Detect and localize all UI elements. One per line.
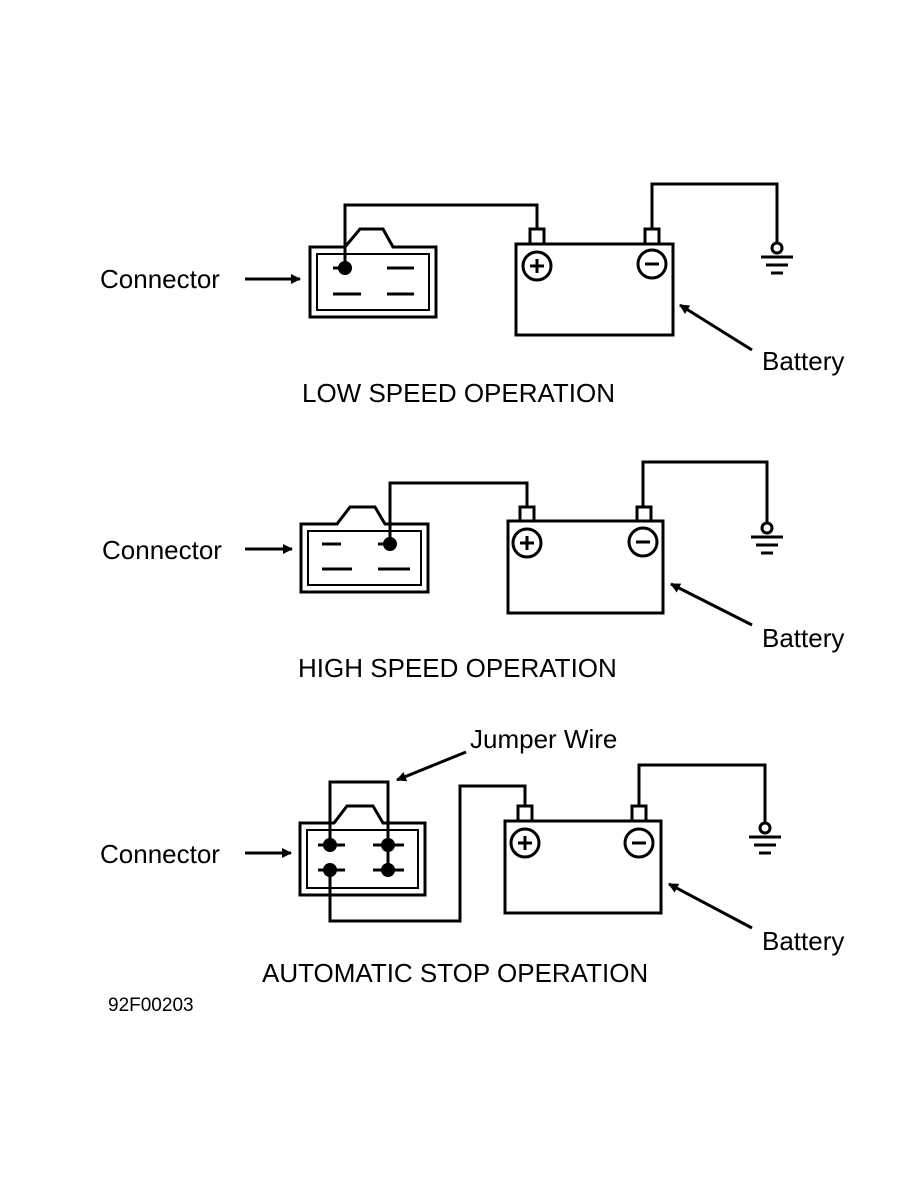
ground-wire [641,460,769,523]
battery-icon [514,227,675,337]
battery-arrow [679,303,753,352]
diagram-title: LOW SPEED OPERATION [302,378,615,408]
battery-arrow [670,582,753,627]
jumper-wire [328,780,390,870]
ground-symbol-icon [749,821,781,855]
low-speed-diagram: Connector Battery LOW SPEED OPERATION [100,182,844,408]
battery-label: Battery [762,346,844,376]
connector-icon [299,505,430,594]
battery-icon [503,804,663,915]
ground-symbol-icon [751,521,783,555]
connector-label: Connector [102,535,222,565]
automatic-stop-diagram: Jumper Wire Connector Battery AUTOMATIC … [100,724,844,988]
connector-icon [298,804,427,897]
connector-label: Connector [100,839,220,869]
ground-wire [637,763,767,823]
diagram-title: HIGH SPEED OPERATION [298,653,617,683]
battery-label: Battery [762,926,844,956]
connector-label: Connector [100,264,220,294]
jumper-wire-label: Jumper Wire [470,724,617,754]
positive-wire [388,481,529,544]
figure-code: 92F00203 [108,995,194,1016]
high-speed-diagram: Connector Battery HIGH SPEED OPERATION [102,460,844,683]
ground-wire [650,182,779,243]
ground-symbol-icon [761,241,793,275]
positive-wire [343,203,539,268]
jumper-wire-arrow [396,750,467,782]
battery-label: Battery [762,623,844,653]
diagram-title: AUTOMATIC STOP OPERATION [262,958,648,988]
connector-icon [308,227,438,319]
battery-arrow [668,882,753,930]
positive-wire [328,784,527,923]
battery-icon [506,505,665,615]
